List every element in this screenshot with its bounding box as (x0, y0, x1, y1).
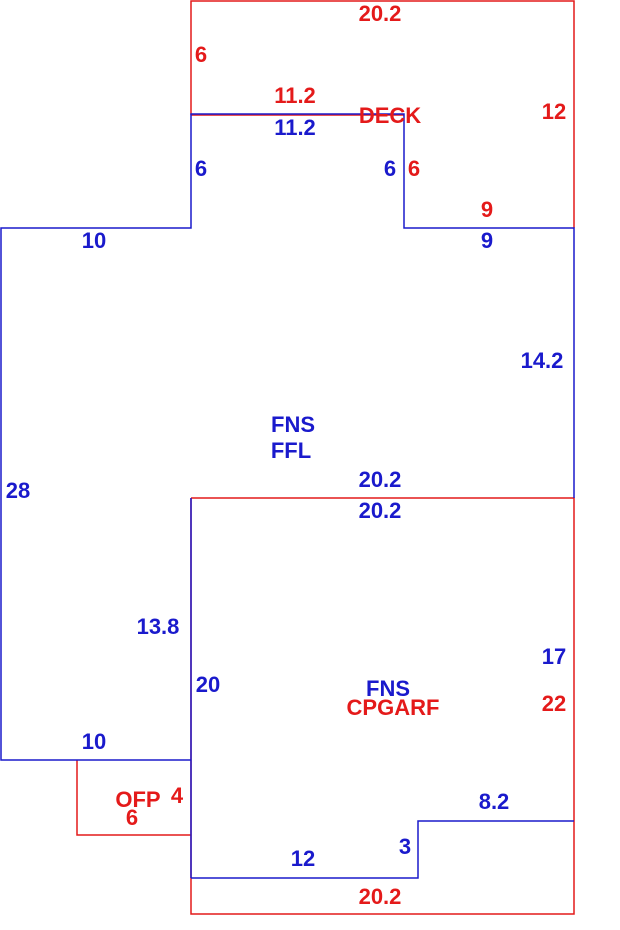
porch-outline (76, 760, 191, 836)
dim-main-upper-left: 10 (82, 228, 106, 253)
dim-main-left-step: 6 (195, 156, 207, 181)
dim-garage-right: 22 (542, 691, 566, 716)
garage-area-label-line2: CPGARF (347, 695, 440, 720)
dim-main-bottom: 20.2 (359, 467, 402, 492)
dim-garage-right-upper: 17 (542, 644, 566, 669)
dim-main-upper-right: 9 (481, 228, 493, 253)
dim-porch-bottom: 6 (126, 805, 138, 830)
deck-outline (190, 0, 575, 228)
dim-garage-step-top: 8.2 (479, 789, 510, 814)
living-area-outline (0, 113, 575, 879)
dim-deck-top: 20.2 (359, 1, 402, 26)
dim-main-left: 28 (6, 478, 30, 503)
dim-deck-inner-side: 6 (408, 156, 420, 181)
dim-main-inner-top: 11.2 (274, 115, 316, 140)
porch-area-label: OFP (115, 787, 160, 812)
garage-area-label-line1: FNS (366, 676, 410, 701)
main-area-label-line1: FNS (271, 412, 315, 437)
dim-porch-side: 4 (171, 783, 184, 808)
dim-garage-bottom: 20.2 (359, 884, 402, 909)
dim-deck-left: 6 (195, 42, 207, 67)
dim-deck-inner-top: 11.2 (274, 83, 316, 108)
dim-garage-left: 20 (196, 672, 220, 697)
dim-main-lower-left-side: 13.8 (137, 614, 180, 639)
dim-deck-lower: 9 (481, 197, 493, 222)
dim-garage-step-side: 3 (399, 834, 411, 859)
dim-main-lower-left: 10 (82, 729, 106, 754)
deck-label: DECK (359, 103, 421, 128)
dim-garage-bottom-inner: 12 (291, 846, 315, 871)
dim-main-inner-side: 6 (384, 156, 396, 181)
dim-garage-top: 20.2 (359, 498, 402, 523)
dim-main-right: 14.2 (521, 348, 564, 373)
main-area-label-line2: FFL (271, 438, 311, 463)
dim-deck-right: 12 (542, 99, 566, 124)
